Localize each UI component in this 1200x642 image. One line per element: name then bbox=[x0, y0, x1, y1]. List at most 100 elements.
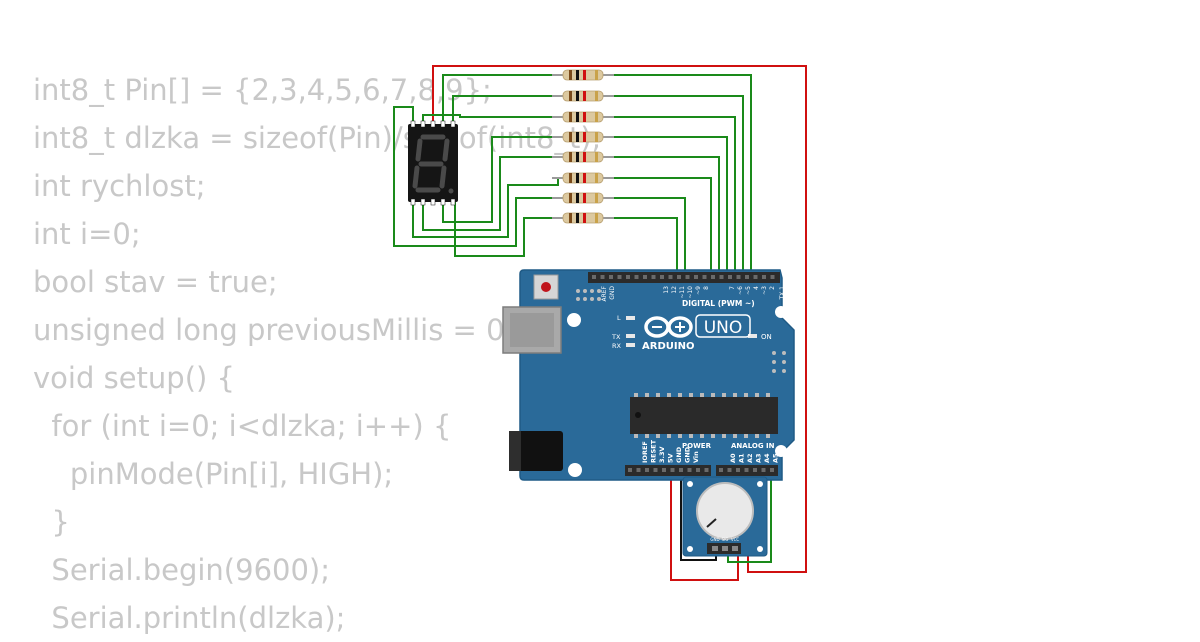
header-pin[interactable] bbox=[628, 468, 632, 472]
power-header bbox=[625, 465, 711, 476]
segment-dp bbox=[448, 188, 454, 194]
digital-pin-label: ~3 bbox=[761, 286, 768, 295]
wire-green-seg-d bbox=[393, 106, 558, 247]
header-pin[interactable] bbox=[670, 468, 675, 472]
header-pin[interactable] bbox=[761, 468, 766, 472]
digital-pin-label: 4 bbox=[753, 286, 760, 290]
header-pin[interactable] bbox=[677, 275, 681, 279]
code-line: int rychlost; bbox=[33, 169, 206, 203]
wire-green-pin9 bbox=[612, 217, 678, 275]
power-pin-label: 5V bbox=[667, 453, 675, 463]
digital-pin-label: ~5 bbox=[745, 286, 752, 295]
power-pin-label: RESET bbox=[650, 439, 658, 463]
segment-c bbox=[439, 165, 447, 189]
header-pin[interactable] bbox=[609, 275, 613, 279]
resistor bbox=[552, 212, 614, 224]
digital-pin-label: 2 bbox=[769, 286, 776, 290]
header-pin[interactable] bbox=[762, 275, 766, 279]
header-pin[interactable] bbox=[645, 468, 649, 472]
header-pin[interactable] bbox=[668, 275, 673, 279]
header-pin[interactable] bbox=[770, 468, 774, 472]
header-pin[interactable] bbox=[770, 275, 775, 279]
header-pin[interactable] bbox=[736, 468, 740, 472]
header-pin[interactable] bbox=[651, 275, 656, 279]
resistor bbox=[552, 192, 614, 204]
digital-label: DIGITAL (PWM ~) bbox=[682, 299, 755, 308]
header-pin[interactable] bbox=[636, 468, 641, 472]
label-gnd-top: GND bbox=[609, 286, 616, 300]
reset-button[interactable] bbox=[533, 274, 559, 300]
digital-pin-label: 13 bbox=[663, 286, 670, 294]
header-pin[interactable] bbox=[753, 468, 757, 472]
analog-pin-label: A3 bbox=[755, 453, 763, 463]
wire-red-5v bbox=[670, 468, 739, 581]
header-pin[interactable] bbox=[728, 275, 732, 279]
wires bbox=[393, 65, 807, 581]
digital-pin-label: ~10 bbox=[687, 286, 694, 299]
resistor bbox=[552, 131, 614, 143]
header-pin[interactable] bbox=[719, 275, 724, 279]
header-pin[interactable] bbox=[634, 275, 639, 279]
potentiometer-module[interactable]: GND SIG VCC bbox=[682, 476, 768, 557]
wire-green-pin8 bbox=[612, 197, 686, 275]
header-pin[interactable] bbox=[704, 468, 709, 472]
header-pin[interactable] bbox=[626, 275, 630, 279]
header-pin[interactable] bbox=[660, 275, 664, 279]
header-pin[interactable] bbox=[736, 275, 741, 279]
digital-pin-label: 7 bbox=[729, 286, 736, 290]
header-pin[interactable] bbox=[600, 275, 605, 279]
pot-knob[interactable] bbox=[696, 482, 754, 540]
header-pin[interactable] bbox=[711, 275, 715, 279]
segment-b bbox=[442, 138, 450, 162]
label-l: L bbox=[617, 314, 621, 322]
wire-green-seg-f bbox=[422, 156, 558, 231]
header-pin[interactable] bbox=[744, 468, 749, 472]
header-pin[interactable] bbox=[694, 275, 698, 279]
digital-pin-label: 12 bbox=[671, 286, 678, 294]
power-jack bbox=[509, 431, 563, 471]
digital-pin-label: TX 1 bbox=[779, 286, 786, 301]
resistor bbox=[552, 151, 614, 163]
digital-pin-label: 8 bbox=[703, 286, 710, 290]
header-pin[interactable] bbox=[679, 468, 683, 472]
wire-green-pin2 bbox=[612, 74, 752, 275]
code-line: int8_t Pin[] = {2,3,4,5,6,7,8,9}; bbox=[33, 73, 492, 107]
header-pin[interactable] bbox=[662, 468, 666, 472]
wire-green-pin6 bbox=[612, 156, 720, 275]
wire-green-seg-c bbox=[422, 114, 558, 126]
label-on: ON bbox=[761, 333, 772, 341]
label-rx: RX bbox=[612, 342, 622, 350]
led-l bbox=[626, 316, 635, 320]
header-pin[interactable] bbox=[687, 468, 692, 472]
header-pin[interactable] bbox=[719, 468, 723, 472]
power-pin-label: 3.3V bbox=[658, 446, 666, 463]
analog-pin-label: A5 bbox=[772, 453, 780, 463]
header-pin[interactable] bbox=[702, 275, 707, 279]
header-pin[interactable] bbox=[617, 275, 622, 279]
header-pin[interactable] bbox=[696, 468, 700, 472]
power-pin-label: Vin bbox=[692, 451, 700, 463]
arduino-uno-board: UNO ARDUINO DIGITAL (PWM ~) L TX RX ON A… bbox=[502, 269, 795, 481]
digital-header bbox=[588, 272, 780, 283]
header-pin[interactable] bbox=[685, 275, 690, 279]
header-pin[interactable] bbox=[643, 275, 647, 279]
wire-green-pin7 bbox=[612, 177, 712, 275]
wire-green-pin4 bbox=[612, 116, 736, 275]
code-line: pinMode(Pin[i], HIGH); bbox=[33, 457, 394, 491]
header-pin[interactable] bbox=[745, 275, 749, 279]
board-model: UNO bbox=[704, 318, 743, 338]
code-line: bool stav = true; bbox=[33, 265, 278, 299]
digital-pin-label: ~9 bbox=[695, 286, 702, 295]
power-pin-label: GND bbox=[684, 446, 692, 463]
header-pin[interactable] bbox=[592, 275, 596, 279]
header-pin[interactable] bbox=[653, 468, 658, 472]
pot-pin-gnd: GND bbox=[710, 537, 719, 542]
power-label: POWER bbox=[682, 442, 712, 450]
arduino-logo-icon bbox=[644, 316, 693, 338]
header-pin[interactable] bbox=[727, 468, 732, 472]
header-pin[interactable] bbox=[753, 275, 758, 279]
pot-pin-vcc: VCC bbox=[731, 537, 740, 542]
code-line: int i=0; bbox=[33, 217, 141, 251]
power-pin-label: IOREF bbox=[641, 441, 649, 463]
